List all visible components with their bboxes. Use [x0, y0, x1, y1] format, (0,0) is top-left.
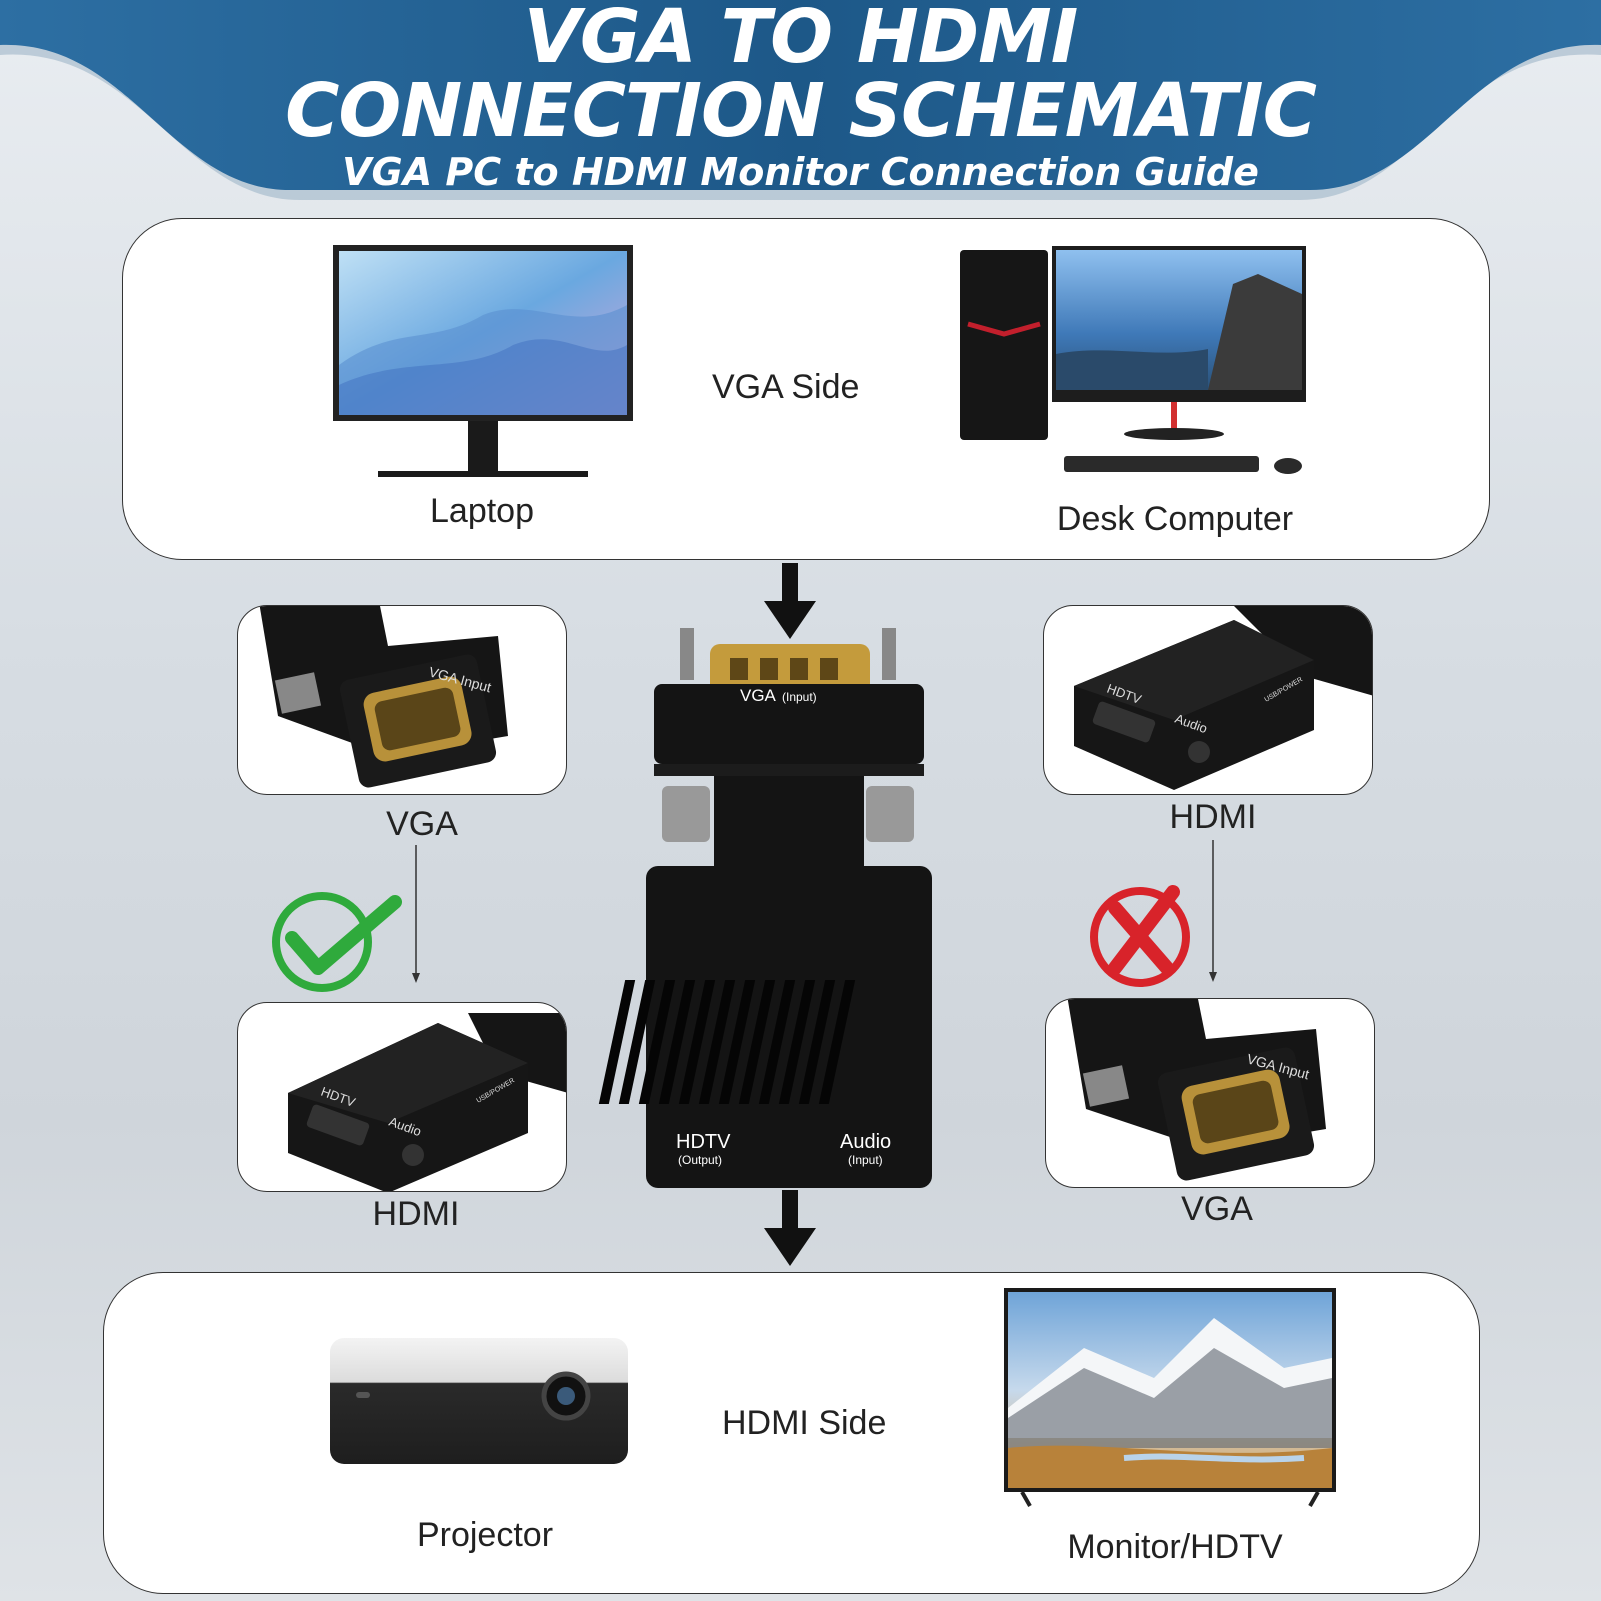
monitor-hdtv-label: Monitor/HDTV [1067, 1528, 1283, 1566]
laptop-label: Laptop [430, 492, 534, 530]
thin-arrow-down-icon-right [1209, 840, 1217, 982]
thin-arrow-down-icon [412, 845, 420, 983]
vga-wrong-dest-label: VGA [1181, 1190, 1253, 1228]
hdmi-connector-panel-right: HDTV Audio USB/POWER [1043, 605, 1373, 795]
arrow-down-icon [764, 563, 816, 639]
hdmi-wrong-source-label: HDMI [1169, 798, 1257, 836]
hdmi-adapter-image: HDTV Audio USB/POWER [288, 1013, 566, 1191]
adapter-vga-sub: (Input) [782, 690, 817, 704]
adapter-hdtv-sub: (Output) [678, 1153, 722, 1167]
projector-image [330, 1338, 628, 1464]
laptop-image [333, 245, 633, 477]
adapter-audio-sub: (Input) [848, 1153, 883, 1167]
hdmi-connector-panel-left: HDTV Audio USB/POWER [237, 1002, 567, 1192]
cross-icon [1090, 885, 1190, 987]
desk-computer-image [960, 246, 1306, 474]
adapter-audio-label: Audio [840, 1131, 891, 1153]
vga-connector-panel-left: VGA Input [237, 605, 567, 795]
vga-connector-image-right: VGA Input [1067, 999, 1326, 1181]
vga-hdmi-adapter-image: VGA (Input) HDTV (Output) Audio (Input) [598, 628, 932, 1188]
projector-label: Projector [416, 1516, 554, 1554]
subtitle: VGA PC to HDMI Monitor Connection Guide [342, 150, 1259, 194]
hdmi-adapter-image-right: HDTV Audio USB/POWER [1074, 606, 1372, 790]
vga-source-label: VGA [386, 805, 458, 843]
adapter-hdtv-label: HDTV [676, 1131, 731, 1153]
arrow-down-icon-bottom [764, 1190, 816, 1266]
title-line-1: VGA TO HDMI [523, 0, 1079, 80]
adapter-vga-label: VGA [740, 686, 777, 705]
desk-computer-label: Desk Computer [1056, 500, 1294, 538]
header-banner [0, 0, 1601, 200]
vga-connector-image: VGA Input [259, 606, 508, 788]
hdmi-dest-label: HDMI [372, 1195, 460, 1233]
vga-connector-panel-right: VGA Input [1045, 998, 1375, 1188]
title-line-2: CONNECTION SCHEMATIC [285, 68, 1317, 154]
monitor-hdtv-image [1004, 1288, 1336, 1507]
vga-side-label: VGA Side [712, 368, 860, 406]
check-icon [272, 892, 402, 992]
hdmi-side-label: HDMI Side [722, 1404, 887, 1442]
